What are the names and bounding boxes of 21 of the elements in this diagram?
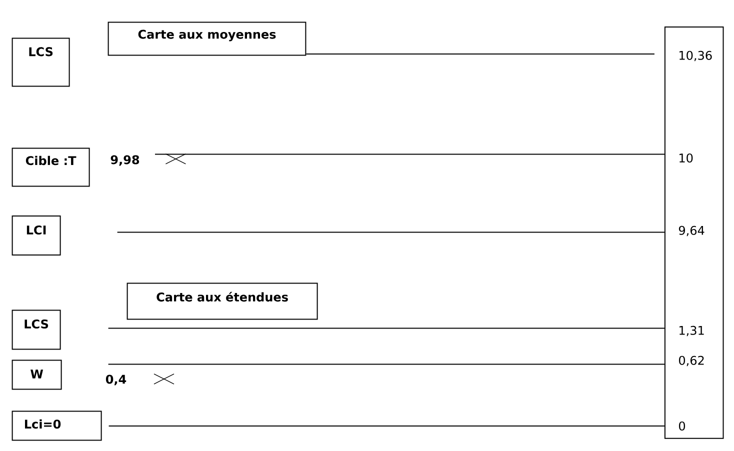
label-box: Lci=0 [12,410,102,441]
label-box: LCS [12,310,61,350]
data-value: 9,98 [110,155,140,166]
level-line [154,154,665,155]
value-label: 9,64 [678,226,704,236]
data-value: 0,4 [106,374,126,386]
value-label: 0,62 [679,356,704,366]
value-label: 0 [679,421,686,431]
value-label: 10 [680,153,693,163]
level-line [108,364,665,365]
label-box: W [12,360,62,390]
level-line [108,328,665,329]
label-box: LCS [12,38,70,87]
value-label: 10,36 [680,50,712,62]
level-line [116,232,665,233]
label-box: LCI [12,216,61,256]
title-box: Carte aux étendues [126,282,318,320]
value-label: 1,31 [680,326,704,336]
title-box: Carte aux moyennes [108,22,306,56]
value-column [664,26,724,439]
label-box: Cible :T [12,148,90,187]
